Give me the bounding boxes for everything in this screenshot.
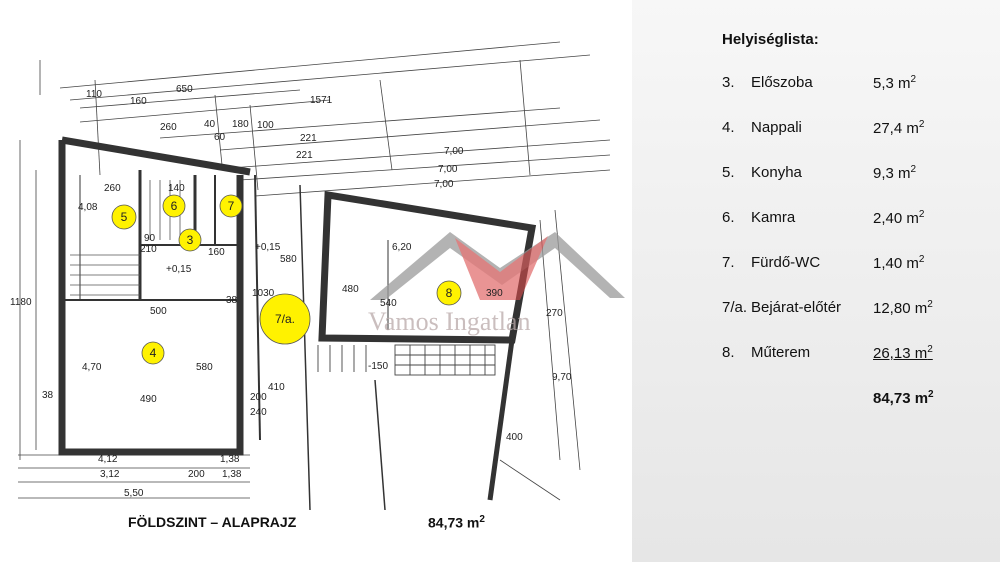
svg-text:4,70: 4,70 <box>82 362 102 373</box>
svg-text:40: 40 <box>204 119 216 130</box>
svg-text:100: 100 <box>257 120 274 131</box>
room-marker-5: 5 <box>111 204 137 230</box>
svg-text:1180: 1180 <box>10 297 32 308</box>
stairs-left <box>70 180 181 296</box>
svg-text:260: 260 <box>104 183 121 194</box>
floor-plan-drawing: Vamos Ingatlan 110 160 650 1571 260 40 6… <box>10 41 625 510</box>
svg-text:+0,15: +0,15 <box>166 264 192 275</box>
svg-text:7,00: 7,00 <box>434 179 454 190</box>
svg-text:7,00: 7,00 <box>444 146 464 157</box>
walls-studio <box>318 190 537 501</box>
svg-text:-150: -150 <box>368 361 388 372</box>
svg-text:240: 240 <box>250 407 267 418</box>
svg-text:6,20: 6,20 <box>392 242 412 253</box>
walls-corridor <box>254 174 386 510</box>
svg-text:210: 210 <box>140 244 157 255</box>
svg-text:5,50: 5,50 <box>124 488 144 499</box>
svg-text:221: 221 <box>300 133 317 144</box>
svg-text:650: 650 <box>176 84 193 95</box>
svg-text:480: 480 <box>342 284 359 295</box>
svg-text:200: 200 <box>188 469 205 480</box>
svg-text:490: 490 <box>140 394 157 405</box>
room-marker-4: 4 <box>141 341 165 365</box>
svg-text:3: 3 <box>187 233 194 247</box>
plan-caption-area: 84,73 m2 <box>428 514 485 531</box>
total-area: 84,73 m2 <box>873 389 934 407</box>
svg-text:160: 160 <box>208 247 225 258</box>
svg-text:500: 500 <box>150 306 167 317</box>
watermark-text: Vamos Ingatlan <box>368 307 530 336</box>
svg-text:160: 160 <box>130 96 147 107</box>
svg-text:7: 7 <box>228 199 235 213</box>
svg-text:38: 38 <box>226 295 238 306</box>
svg-text:390: 390 <box>486 288 503 299</box>
room-markers: 5 6 7 3 7/a. 4 <box>111 194 462 365</box>
svg-text:580: 580 <box>280 254 297 265</box>
walls-main <box>58 136 251 456</box>
room-marker-7: 7 <box>219 194 243 218</box>
svg-text:+0,15: +0,15 <box>255 242 281 253</box>
svg-text:540: 540 <box>380 298 397 309</box>
room-marker-3: 3 <box>178 228 202 252</box>
svg-text:200: 200 <box>250 392 267 403</box>
svg-text:90: 90 <box>144 233 156 244</box>
svg-text:110: 110 <box>86 89 102 100</box>
stairs-studio <box>317 344 496 376</box>
svg-text:260: 260 <box>160 122 177 133</box>
svg-text:140: 140 <box>168 183 185 194</box>
svg-text:580: 580 <box>196 362 213 373</box>
floor-plan: Vamos Ingatlan 110 160 650 1571 260 40 6… <box>10 41 625 531</box>
plan-caption-title: FÖLDSZINT – ALAPRAJZ <box>128 514 297 530</box>
room-marker-8: 8 <box>436 280 462 306</box>
svg-text:38: 38 <box>42 390 54 401</box>
svg-text:3,12: 3,12 <box>100 469 120 480</box>
svg-text:9,70: 9,70 <box>552 372 572 383</box>
svg-text:7/a.: 7/a. <box>275 312 295 326</box>
svg-text:410: 410 <box>268 382 285 393</box>
svg-text:6: 6 <box>171 199 178 213</box>
room-marker-7a: 7/a. <box>259 293 311 345</box>
svg-text:60: 60 <box>214 132 226 143</box>
svg-text:4: 4 <box>150 346 157 360</box>
svg-text:1,38: 1,38 <box>220 454 240 465</box>
svg-text:4,12: 4,12 <box>98 454 118 465</box>
svg-text:8: 8 <box>446 286 453 300</box>
svg-text:270: 270 <box>546 308 563 319</box>
svg-text:180: 180 <box>232 119 249 130</box>
svg-text:221: 221 <box>296 150 313 161</box>
svg-text:1,38: 1,38 <box>222 469 242 480</box>
room-list-panel: Helyiséglista: 3. Előszoba 5,3 m2 4. Nap… <box>632 0 1000 562</box>
svg-text:400: 400 <box>506 432 523 443</box>
svg-text:5: 5 <box>121 210 128 224</box>
room-marker-6: 6 <box>162 194 186 218</box>
svg-text:7,00: 7,00 <box>438 164 458 175</box>
svg-text:1571: 1571 <box>310 95 333 106</box>
watermark-logo: Vamos Ingatlan <box>368 232 625 336</box>
svg-text:4,08: 4,08 <box>78 202 98 213</box>
svg-text:1030: 1030 <box>252 288 275 299</box>
dimension-labels: 110 160 650 1571 260 40 60 180 100 221 2… <box>10 84 572 499</box>
room-list-title: Helyiséglista: <box>722 31 819 48</box>
